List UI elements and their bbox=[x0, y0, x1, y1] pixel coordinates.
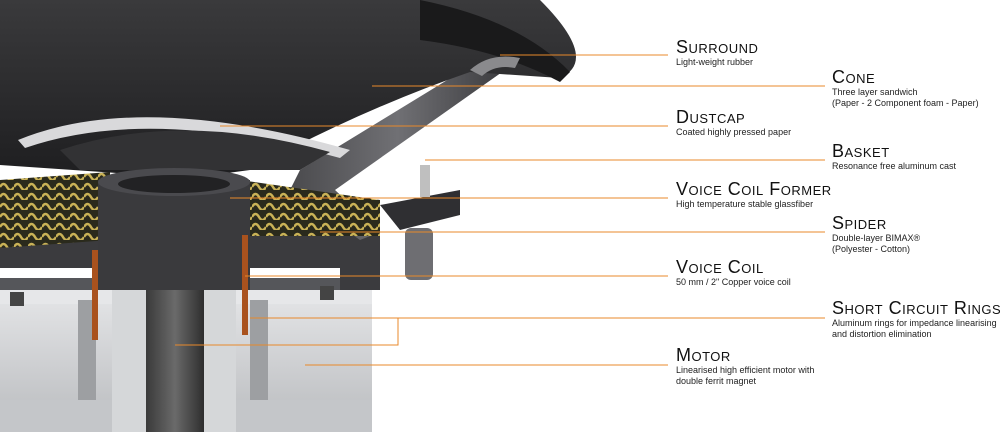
basket-arm bbox=[290, 60, 505, 240]
callout-short-circuit-rings-name: Short Circuit Rings bbox=[832, 298, 1000, 318]
callout-voice-coil-former-name: Voice Coil Former bbox=[676, 179, 832, 199]
callout-motor-desc: Linearised high efficient motor with dou… bbox=[676, 365, 815, 386]
callout-short-circuit-rings-desc: Aluminum rings for impedance linearising… bbox=[832, 318, 997, 339]
spider-right bbox=[240, 180, 380, 236]
callout-cone: Cone Three layer sandwich (Paper - 2 Com… bbox=[832, 67, 979, 109]
callout-spider-name: Spider bbox=[832, 213, 887, 233]
surround-highlight bbox=[470, 56, 520, 76]
callout-dustcap-desc: Coated highly pressed paper bbox=[676, 127, 792, 137]
basket-terminal-mount bbox=[380, 190, 460, 230]
callout-spider: Spider Double-layer BIMAX® (Polyester - … bbox=[832, 213, 920, 255]
callout-cone-desc: Three layer sandwich (Paper - 2 Componen… bbox=[832, 87, 979, 108]
callout-basket-desc: Resonance free aluminum cast bbox=[832, 161, 957, 171]
callout-surround-desc: Light-weight rubber bbox=[676, 57, 754, 67]
former-tube bbox=[98, 180, 250, 290]
callout-cone-name: Cone bbox=[832, 67, 876, 87]
voice-coil-winding-right bbox=[242, 235, 248, 335]
callout-voice-coil-desc: 50 mm / 2" Copper voice coil bbox=[676, 277, 791, 287]
leader-lines bbox=[175, 54, 825, 366]
magnet-gap-right bbox=[250, 300, 268, 432]
voice-coil-former bbox=[92, 168, 250, 340]
callout-voice-coil: Voice Coil 50 mm / 2" Copper voice coil bbox=[676, 257, 791, 288]
cone-assembly bbox=[0, 0, 576, 178]
dustcap-highlight bbox=[18, 117, 350, 158]
terminal-pin bbox=[420, 165, 430, 197]
callout-short-circuit-rings: Short Circuit Rings Aluminum rings for i… bbox=[832, 298, 1000, 340]
callout-voice-coil-former-desc: High temperature stable glassfiber bbox=[676, 199, 814, 209]
callout-voice-coil-name: Voice Coil bbox=[676, 257, 764, 277]
magnet-gap-left bbox=[78, 300, 96, 432]
terminal-post bbox=[405, 228, 433, 280]
surround-rubber bbox=[420, 0, 570, 82]
callout-surround-name: Surround bbox=[676, 37, 759, 57]
spider-left bbox=[0, 172, 110, 248]
dustcap bbox=[60, 130, 330, 170]
callout-motor: Motor Linearised high efficient motor wi… bbox=[676, 345, 814, 387]
callout-dustcap: Dustcap Coated highly pressed paper bbox=[676, 107, 791, 138]
callout-basket: Basket Resonance free aluminum cast bbox=[832, 141, 956, 172]
callout-voice-coil-former: Voice Coil Former High temperature stabl… bbox=[676, 179, 832, 210]
callout-dustcap-name: Dustcap bbox=[676, 107, 746, 127]
basket-screw-left bbox=[10, 292, 24, 306]
callout-basket-name: Basket bbox=[832, 141, 890, 161]
voice-coil-winding-left bbox=[92, 250, 98, 340]
former-inner bbox=[118, 175, 230, 193]
basket-screw-right bbox=[320, 286, 334, 300]
callout-motor-name: Motor bbox=[676, 345, 731, 365]
leader-short-circuit-rings-branch-left bbox=[175, 318, 399, 346]
spider bbox=[0, 172, 380, 248]
callout-surround: Surround Light-weight rubber bbox=[676, 37, 758, 68]
callout-spider-desc: Double-layer BIMAX® (Polyester - Cotton) bbox=[832, 233, 921, 254]
